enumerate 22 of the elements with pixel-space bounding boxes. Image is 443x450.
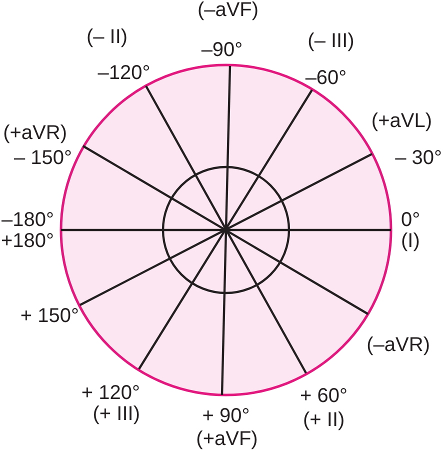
angle-label: –60° <box>305 68 347 88</box>
angle-label: –120° <box>98 63 150 83</box>
lead-label: (–aVF) <box>197 0 259 20</box>
lead-label: (I) <box>401 231 420 251</box>
angle-label: + 60° <box>300 386 348 406</box>
angle-label: –180° <box>2 210 54 230</box>
angle-label: + 90° <box>202 406 250 426</box>
lead-label: (–aVR) <box>366 335 430 355</box>
angle-label: – 30° <box>395 148 442 168</box>
lead-label: (+aVF) <box>196 429 258 449</box>
angle-label: –90° <box>201 40 243 60</box>
lead-label: (+aVL) <box>371 111 432 131</box>
lead-label: (+aVR) <box>3 123 67 143</box>
angle-label: + 150° <box>20 306 79 326</box>
lead-label: (– III) <box>308 31 354 51</box>
angle-label: – 150° <box>14 148 72 168</box>
lead-label: (+ III) <box>92 404 140 424</box>
lead-label: (+ II) <box>303 410 345 430</box>
angle-label: + 120° <box>81 383 140 403</box>
lead-label: (– II) <box>86 27 128 47</box>
angle-label: 0° <box>401 210 420 230</box>
angle-label: +180° <box>0 231 54 251</box>
